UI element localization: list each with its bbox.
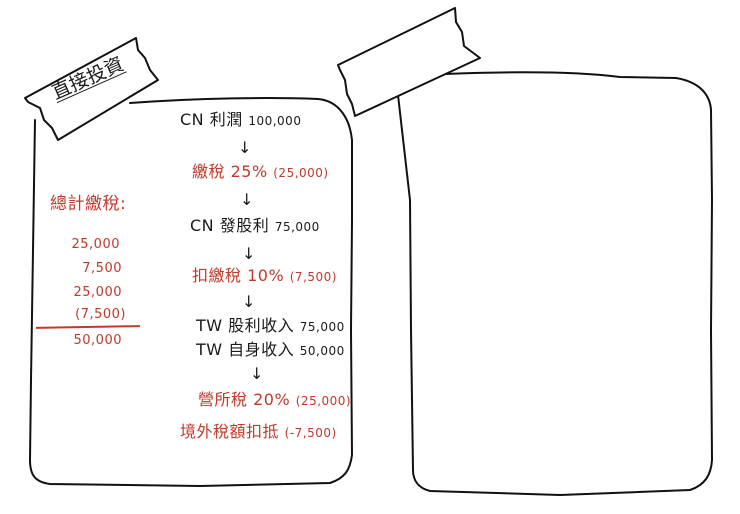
flow-value: 75,000 [274,220,320,234]
flow-value: (25,000) [273,166,329,180]
arrow-down-icon: ↓ [242,244,256,263]
left-card-outline [29,97,353,487]
flow-label: CN 利潤 [180,110,243,129]
flow-step-foreign-tax-credit: 境外稅額扣抵 (-7,500) [180,424,337,440]
flow-label: 營所稅 20% [198,390,291,409]
flow-label: 繳稅 25% [192,162,268,181]
arrow-down-icon: ↓ [240,190,254,209]
flow-label: TW 自身收入 [196,340,295,359]
flow-value: (25,000) [295,394,352,408]
arrow-down-icon: ↓ [250,364,264,383]
flow-label: 扣繳稅 10% [192,266,285,285]
flow-step-tw-dividend-income: TW 股利收入 75,000 [196,318,345,334]
summary-item: (7,500) [75,307,126,322]
arrow-down-icon: ↓ [238,138,252,157]
right-card-outline [397,71,713,496]
flow-value: 50,000 [299,344,345,358]
flow-step-withholding-tax: 扣繳稅 10% (7,500) [192,268,337,284]
summary-title: 總計繳稅: [50,194,127,214]
flow-value: 75,000 [299,320,345,334]
left-tape-outline [24,37,159,141]
flow-label: TW 股利收入 [196,316,295,335]
flow-step-tw-own-income: TW 自身收入 50,000 [196,342,345,358]
flow-label: 境外稅額扣抵 [180,422,280,441]
summary-total: 50,000 [73,333,122,348]
flow-step-corporate-tax: 繳稅 25% (25,000) [192,164,329,180]
flow-value: (-7,500) [284,426,337,440]
flow-step-cn-profit: CN 利潤 100,000 [180,112,301,128]
flow-step-cn-dividend: CN 發股利 75,000 [190,218,320,234]
right-tape-outline [337,7,481,117]
summary-item: 25,000 [71,237,120,252]
arrow-down-icon: ↓ [242,292,256,311]
right-card [412,78,710,488]
summary-item: 25,000 [73,285,122,300]
flow-value: (7,500) [289,270,337,284]
flow-label: CN 發股利 [190,216,270,235]
summary-item: 7,500 [82,261,122,276]
flow-value: 100,000 [248,114,302,128]
flow-step-income-tax: 營所稅 20% (25,000) [198,392,351,408]
